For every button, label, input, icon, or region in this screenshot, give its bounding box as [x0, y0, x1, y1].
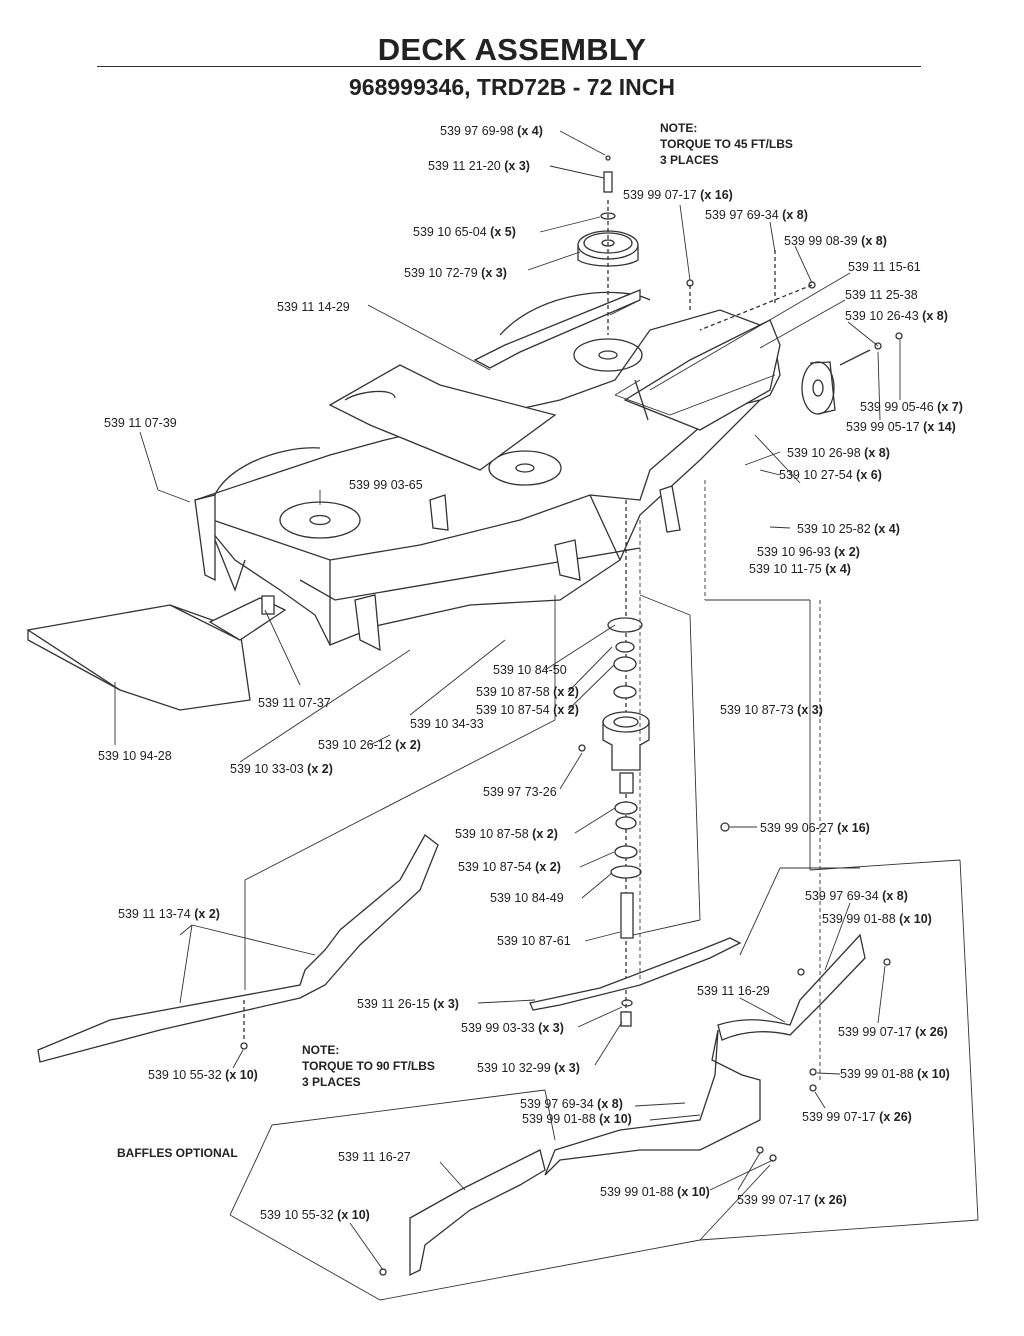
- blade: [529, 937, 742, 1011]
- part-callout: 539 11 13-74 (x 2): [118, 907, 220, 921]
- part-callout: 539 10 26-12 (x 2): [318, 738, 421, 752]
- part-callout: 539 99 03-65: [349, 478, 423, 492]
- part-callout: 539 99 08-39 (x 8): [784, 234, 887, 248]
- part-callout: 539 10 26-98 (x 8): [787, 446, 890, 460]
- part-callout: 539 10 34-33: [410, 717, 484, 731]
- page-title: DECK ASSEMBLY: [377, 32, 647, 67]
- part-callout: 539 10 96-93 (x 2): [757, 545, 860, 559]
- part-callout: 539 10 87-58 (x 2): [476, 685, 579, 699]
- note-torque: TORQUE TO 45 FT/LBS: [660, 137, 793, 151]
- note-heading: NOTE:: [660, 121, 698, 135]
- part-callout: 539 10 25-82 (x 4): [797, 522, 900, 536]
- part-callout: 539 99 07-17 (x 26): [737, 1193, 847, 1207]
- part-callout: 539 10 94-28: [98, 749, 172, 763]
- part-callout: 539 10 87-54 (x 2): [476, 703, 579, 717]
- part-callout: 539 10 87-54 (x 2): [458, 860, 561, 874]
- right-baffle: [544, 933, 891, 1176]
- deck-shell: [194, 289, 871, 652]
- part-callout: 539 10 87-73 (x 3): [720, 703, 823, 717]
- part-callout: 539 10 11-75 (x 4): [749, 562, 851, 576]
- spindle-assembly: [578, 500, 730, 1027]
- part-callout: 539 10 84-50: [493, 663, 567, 677]
- part-callout: 539 11 16-29: [697, 984, 770, 998]
- part-callout: 539 99 07-17 (x 26): [802, 1110, 912, 1124]
- part-callout: 539 10 26-43 (x 8): [845, 309, 948, 323]
- part-callout: 539 99 01-88 (x 10): [522, 1112, 632, 1126]
- part-callout: 539 99 05-46 (x 7): [860, 400, 963, 414]
- leader-lines: [114, 130, 979, 1301]
- part-callout: 539 99 05-17 (x 14): [846, 420, 956, 434]
- pulley-stack: [577, 155, 903, 350]
- part-callout: 539 10 27-54 (x 6): [779, 468, 882, 482]
- part-callout: 539 10 87-58 (x 2): [455, 827, 558, 841]
- part-callout: 539 99 07-17 (x 16): [623, 188, 733, 202]
- baffles-optional-note: BAFFLES OPTIONAL: [117, 1146, 238, 1160]
- part-callout: 539 10 33-03 (x 2): [230, 762, 333, 776]
- part-callout: 539 97 69-98 (x 4): [440, 124, 543, 138]
- torque-note-45: NOTE: TORQUE TO 45 FT/LBS 3 PLACES: [660, 120, 793, 168]
- part-callout: 539 10 55-32 (x 10): [148, 1068, 258, 1082]
- left-baffle: [37, 834, 439, 1063]
- part-callout: 539 11 07-37: [258, 696, 331, 710]
- bottom-baffle: [379, 1146, 777, 1277]
- part-callout: 539 10 72-79 (x 3): [404, 266, 507, 280]
- part-callout: 539 99 01-88 (x 10): [840, 1067, 950, 1081]
- torque-note-90: NOTE: TORQUE TO 90 FT/LBS 3 PLACES: [302, 1042, 435, 1090]
- part-callout: 539 11 25-38: [845, 288, 918, 302]
- discharge-chute: [26, 595, 287, 711]
- part-callout: 539 99 06-27 (x 16): [760, 821, 870, 835]
- part-callout: 539 97 69-34 (x 8): [520, 1097, 623, 1111]
- part-callout: 539 11 14-29: [277, 300, 350, 314]
- part-callout: 539 97 73-26: [483, 785, 557, 799]
- title-divider: [97, 66, 921, 67]
- part-callout: 539 11 07-39: [104, 416, 177, 430]
- note-torque: TORQUE TO 90 FT/LBS: [302, 1059, 435, 1073]
- part-callout: 539 10 87-61: [497, 934, 571, 948]
- part-callout: 539 10 32-99 (x 3): [477, 1061, 580, 1075]
- part-callout: 539 99 03-33 (x 3): [461, 1021, 564, 1035]
- part-callout: 539 97 69-34 (x 8): [705, 208, 808, 222]
- part-callout: 539 11 26-15 (x 3): [357, 997, 459, 1011]
- part-callout: 539 97 69-34 (x 8): [805, 889, 908, 903]
- part-callout: 539 10 84-49: [490, 891, 564, 905]
- part-callout: 539 11 15-61: [848, 260, 921, 274]
- page-subtitle: 968999346, TRD72B - 72 INCH: [349, 74, 675, 100]
- part-callout: 539 11 21-20 (x 3): [428, 159, 530, 173]
- part-callout: 539 99 01-88 (x 10): [822, 912, 932, 926]
- part-callout: 539 11 16-27: [338, 1150, 411, 1164]
- note-places: 3 PLACES: [302, 1075, 361, 1089]
- part-callout: 539 99 07-17 (x 26): [838, 1025, 948, 1039]
- part-callout: 539 99 01-88 (x 10): [600, 1185, 710, 1199]
- note-heading: NOTE:: [302, 1043, 340, 1057]
- part-callout: 539 10 55-32 (x 10): [260, 1208, 370, 1222]
- note-places: 3 PLACES: [660, 153, 719, 167]
- part-callout: 539 10 65-04 (x 5): [413, 225, 516, 239]
